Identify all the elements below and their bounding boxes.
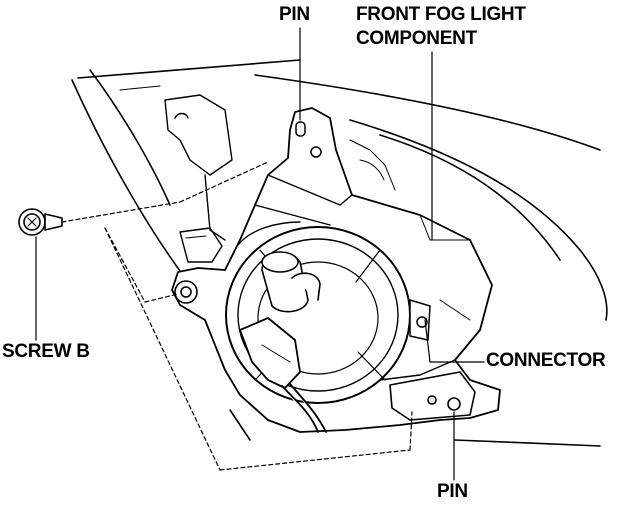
- screw-b: [18, 208, 63, 236]
- top-pin-tab: [295, 121, 322, 158]
- left-mounting-ear: [174, 280, 198, 304]
- lens-assembly: [225, 226, 411, 404]
- mounting-bracket: [164, 94, 396, 263]
- pin-top-label: PIN: [279, 4, 310, 25]
- bulb: [261, 251, 321, 313]
- fog-light-label-line2: COMPONENT: [356, 28, 477, 49]
- connector-leader: [424, 319, 485, 363]
- alignment-dashed-lines: [61, 161, 413, 471]
- connector-plug: [239, 317, 327, 433]
- bottom-pin-bracket: [389, 371, 476, 421]
- leader-lines: [35, 27, 485, 481]
- pin-bottom-label: PIN: [437, 481, 468, 502]
- screw-b-label: SCREW B: [2, 341, 90, 362]
- fog-light-label-line1: FRONT FOG LIGHT: [356, 4, 526, 25]
- adjuster-screw: [409, 299, 431, 341]
- connector-label: CONNECTOR: [486, 350, 606, 371]
